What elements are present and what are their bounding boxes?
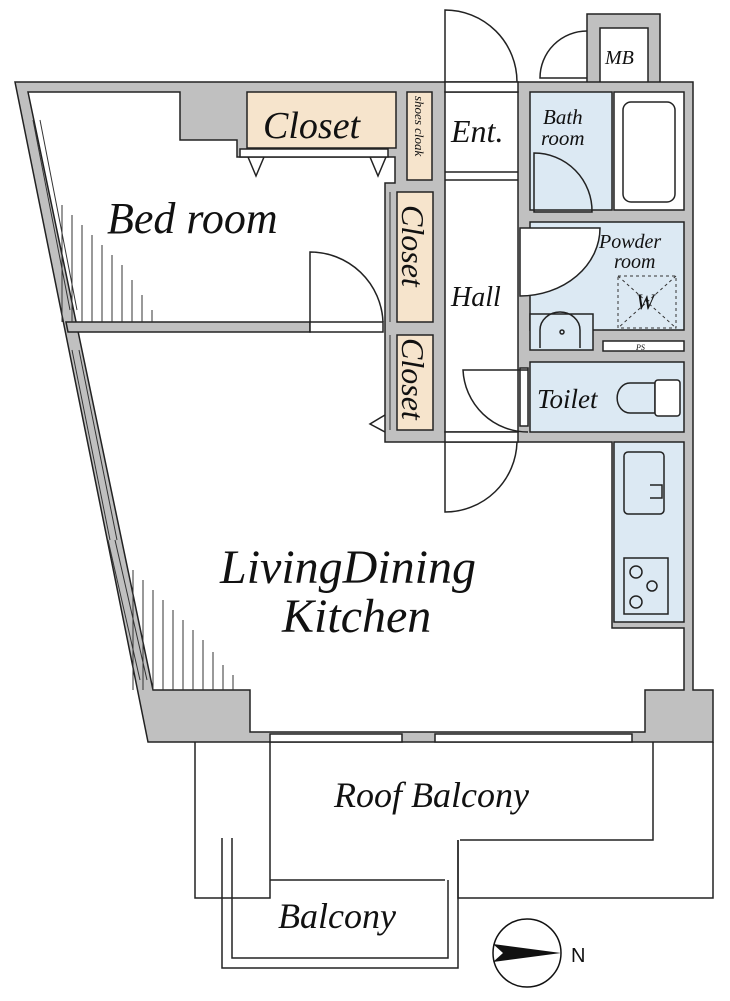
bedroom-door[interactable] xyxy=(309,251,384,323)
burner-icon xyxy=(646,580,658,592)
kitchen-sink xyxy=(623,451,665,515)
closet-door-markers xyxy=(247,156,387,178)
ldk-label-2: Kitchen xyxy=(281,590,431,643)
closet-low-marker xyxy=(368,414,386,433)
main-living-area xyxy=(27,91,685,733)
kitchen-counter xyxy=(613,441,685,623)
closet-top-label: Closet xyxy=(263,105,362,147)
ps-label: PS xyxy=(635,343,645,352)
left-windows xyxy=(32,119,148,681)
burner-icon xyxy=(629,595,643,609)
ldk-door[interactable] xyxy=(444,441,518,513)
washer-cross xyxy=(617,275,677,329)
shoes-cloak-label: shoes cloak xyxy=(412,96,427,157)
north-arrow-icon xyxy=(493,944,561,962)
wash-basin xyxy=(539,311,581,348)
faucet xyxy=(650,484,663,499)
burner-icon xyxy=(629,565,643,579)
powder-label-2: room xyxy=(614,251,655,273)
entrance-door[interactable] xyxy=(444,9,518,83)
bedroom-door-frame xyxy=(309,321,384,333)
bathroom xyxy=(529,91,613,211)
washer-space xyxy=(617,275,677,329)
bathtub-area xyxy=(613,91,685,211)
balcony-label: Balcony xyxy=(278,896,396,936)
entrance-frame xyxy=(444,81,519,93)
window-hatching xyxy=(61,205,234,690)
powder-door[interactable] xyxy=(519,227,601,297)
roof-balcony-label: Roof Balcony xyxy=(333,775,529,815)
toilet-bowl xyxy=(616,382,656,414)
basin-drain xyxy=(559,329,565,335)
entrance-label: Ent. xyxy=(450,113,503,149)
washer-label: W xyxy=(636,289,656,314)
bath-label-1: Bath xyxy=(543,105,583,129)
window-bottom-left xyxy=(269,733,403,743)
ldk-door-frame xyxy=(444,431,519,443)
hall-label: Hall xyxy=(450,282,501,313)
compass: N xyxy=(492,918,585,988)
closet-mid-label: Closet xyxy=(395,205,431,288)
closet-top-door[interactable] xyxy=(239,148,389,158)
closet-top xyxy=(246,91,397,149)
bath-door[interactable] xyxy=(533,152,593,213)
toilet-door[interactable] xyxy=(519,367,529,427)
bathtub xyxy=(622,101,676,203)
closet-low-label: Closet xyxy=(395,338,431,421)
bath-label-2: room xyxy=(541,126,585,150)
meter-box xyxy=(599,27,649,85)
toilet-door-swing xyxy=(462,369,529,433)
bedroom-label: Bed room xyxy=(107,194,278,243)
balcony-outline xyxy=(221,838,459,969)
compass-north-label: N xyxy=(571,945,585,967)
partition-wall xyxy=(65,321,311,333)
mb-label: MB xyxy=(604,47,634,69)
powder-label-1: Powder xyxy=(598,231,661,253)
toilet-tank xyxy=(654,379,681,417)
roof-balcony-outline xyxy=(194,742,714,899)
closet-low xyxy=(396,334,434,431)
pipe-space xyxy=(602,340,685,352)
closet-mid xyxy=(396,191,434,323)
stove xyxy=(623,557,669,615)
window-bottom-right xyxy=(434,733,633,743)
toilet-label: Toilet xyxy=(537,384,599,414)
shoes-cloak xyxy=(406,91,433,181)
meter-box-door xyxy=(539,30,588,79)
ldk-label-1: LivingDining xyxy=(219,541,476,594)
